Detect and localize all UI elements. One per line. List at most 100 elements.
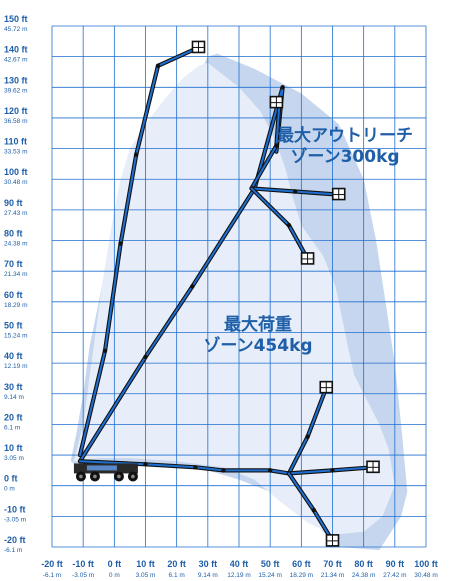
y-tick-label-m: 42.67 m — [4, 57, 28, 64]
y-tick-label-ft: 150 ft — [4, 14, 28, 24]
x-tick-label-ft: -20 ft — [41, 559, 63, 569]
boom-joint — [311, 508, 316, 513]
x-tick-label-m: 12.19 m — [227, 572, 251, 579]
vehicle-hub — [79, 474, 83, 479]
y-tick-label-m: 24.38 m — [4, 241, 28, 248]
vehicle-hub — [131, 474, 135, 479]
y-tick-label-ft: 30 ft — [4, 382, 23, 392]
x-tick-label-ft: 100 ft — [414, 559, 438, 569]
x-tick-label-ft: 90 ft — [386, 559, 405, 569]
y-tick-label-m: -3.05 m — [4, 516, 26, 523]
boom-vertical-riser — [79, 46, 200, 457]
y-tick-label-m: -6.1 m — [4, 547, 22, 554]
x-tick-label-m: 0 m — [109, 572, 120, 579]
y-tick-label-ft: -20 ft — [4, 535, 26, 545]
x-tick-label-ft: 30 ft — [199, 559, 218, 569]
x-axis-ticks: -20 ft -6.1 m -10 ft -3.05 m 0 ft 0 m 10 ft 3.0… — [41, 559, 438, 579]
grid — [51, 25, 427, 548]
x-tick-label-m: 3.05 m — [136, 572, 156, 579]
y-tick-label-ft: 60 ft — [4, 290, 23, 300]
y-tick-label-m: 30.48 m — [4, 179, 28, 186]
y-tick-label-ft: 110 ft — [4, 137, 27, 147]
platform-basket — [331, 187, 346, 201]
vehicle-hub — [93, 474, 97, 479]
y-tick-label-ft: 0 ft — [4, 474, 18, 484]
y-tick-label-m: 9.14 m — [4, 394, 24, 401]
vehicle-hub — [117, 474, 121, 479]
zone-label-0-line-0: 最大荷重 — [224, 314, 292, 335]
y-tick-label-m: 0 m — [4, 486, 15, 493]
y-tick-label-m: 39.62 m — [4, 87, 28, 94]
vehicle-stripe — [86, 465, 117, 471]
y-tick-label-ft: 140 ft — [4, 45, 28, 55]
boom-joint — [118, 241, 123, 246]
platform-basket — [191, 40, 206, 54]
x-tick-label-ft: 20 ft — [167, 559, 186, 569]
x-tick-label-ft: 0 ft — [108, 559, 122, 569]
x-tick-label-ft: 10 ft — [136, 559, 155, 569]
y-tick-label-ft: 20 ft — [4, 412, 23, 422]
platform-basket — [366, 460, 380, 474]
x-tick-label-m: -3.05 m — [72, 572, 94, 579]
zone-label-1-line-1: ゾーン300kg — [290, 147, 399, 167]
y-tick-label-ft: 70 ft — [4, 259, 23, 269]
x-tick-label-m: 24.38 m — [352, 572, 376, 579]
boom-joint — [267, 468, 273, 473]
platform-basket — [319, 380, 334, 394]
boom-joint — [330, 468, 335, 473]
platform-basket — [269, 95, 284, 109]
y-tick-label-ft: 10 ft — [4, 443, 23, 453]
platform-basket — [300, 252, 315, 265]
boom-joint — [155, 63, 161, 69]
boom-joint — [143, 462, 148, 467]
x-tick-label-m: 21.34 m — [321, 572, 345, 579]
zone-label-0-line-1: ゾーン454kg — [203, 336, 312, 356]
x-tick-label-ft: 60 ft — [292, 559, 311, 569]
boom-joint — [193, 465, 198, 470]
x-tick-label-ft: 80 ft — [354, 559, 373, 569]
y-tick-label-ft: 100 ft — [4, 167, 28, 177]
y-tick-label-ft: 80 ft — [4, 229, 23, 239]
y-tick-label-m: 18.29 m — [4, 302, 28, 309]
x-tick-label-m: 30.48 m — [414, 572, 438, 579]
y-tick-label-m: 21.34 m — [4, 271, 28, 278]
x-tick-label-ft: 50 ft — [261, 559, 280, 569]
y-tick-label-m: 33.53 m — [4, 149, 28, 156]
x-tick-label-m: 6.1 m — [169, 572, 185, 579]
boom-joint — [221, 468, 226, 473]
x-tick-label-ft: 70 ft — [323, 559, 342, 569]
y-tick-label-ft: 40 ft — [4, 351, 23, 361]
boom-joint — [133, 152, 139, 157]
boom-joint — [190, 284, 195, 289]
vehicle-base — [73, 463, 138, 482]
x-tick-label-ft: -10 ft — [72, 559, 94, 569]
x-tick-label-m: 27.42 m — [383, 572, 407, 579]
platform-basket — [325, 534, 340, 547]
y-tick-label-m: 6.1 m — [4, 424, 20, 431]
zone-label-1-line-0: 最大アウトリーチ — [277, 125, 413, 146]
boom-joint — [143, 354, 148, 360]
y-tick-label-m: 36.58 m — [4, 118, 28, 125]
x-tick-label-m: -6.1 m — [43, 572, 61, 579]
y-tick-label-ft: 50 ft — [4, 320, 23, 330]
boom-joint — [274, 143, 279, 148]
y-tick-label-ft: 120 ft — [4, 106, 28, 116]
y-tick-label-m: 3.05 m — [4, 455, 24, 462]
boom-joint — [292, 189, 298, 194]
x-tick-label-m: 15.24 m — [258, 572, 282, 579]
y-tick-label-m: 12.19 m — [4, 363, 28, 370]
y-tick-label-ft: 90 ft — [4, 198, 23, 208]
boom-joint — [286, 223, 292, 228]
boom-joint — [102, 348, 108, 354]
y-tick-label-ft: -10 ft — [4, 504, 26, 514]
boom-joint — [305, 434, 310, 439]
y-tick-label-m: 15.24 m — [4, 332, 28, 339]
x-tick-label-m: 18.29 m — [290, 572, 314, 579]
x-tick-label-m: 9.14 m — [198, 572, 218, 579]
platforms-layer — [191, 40, 380, 547]
y-tick-label-ft: 130 ft — [4, 75, 28, 85]
boom-joint — [280, 85, 285, 90]
